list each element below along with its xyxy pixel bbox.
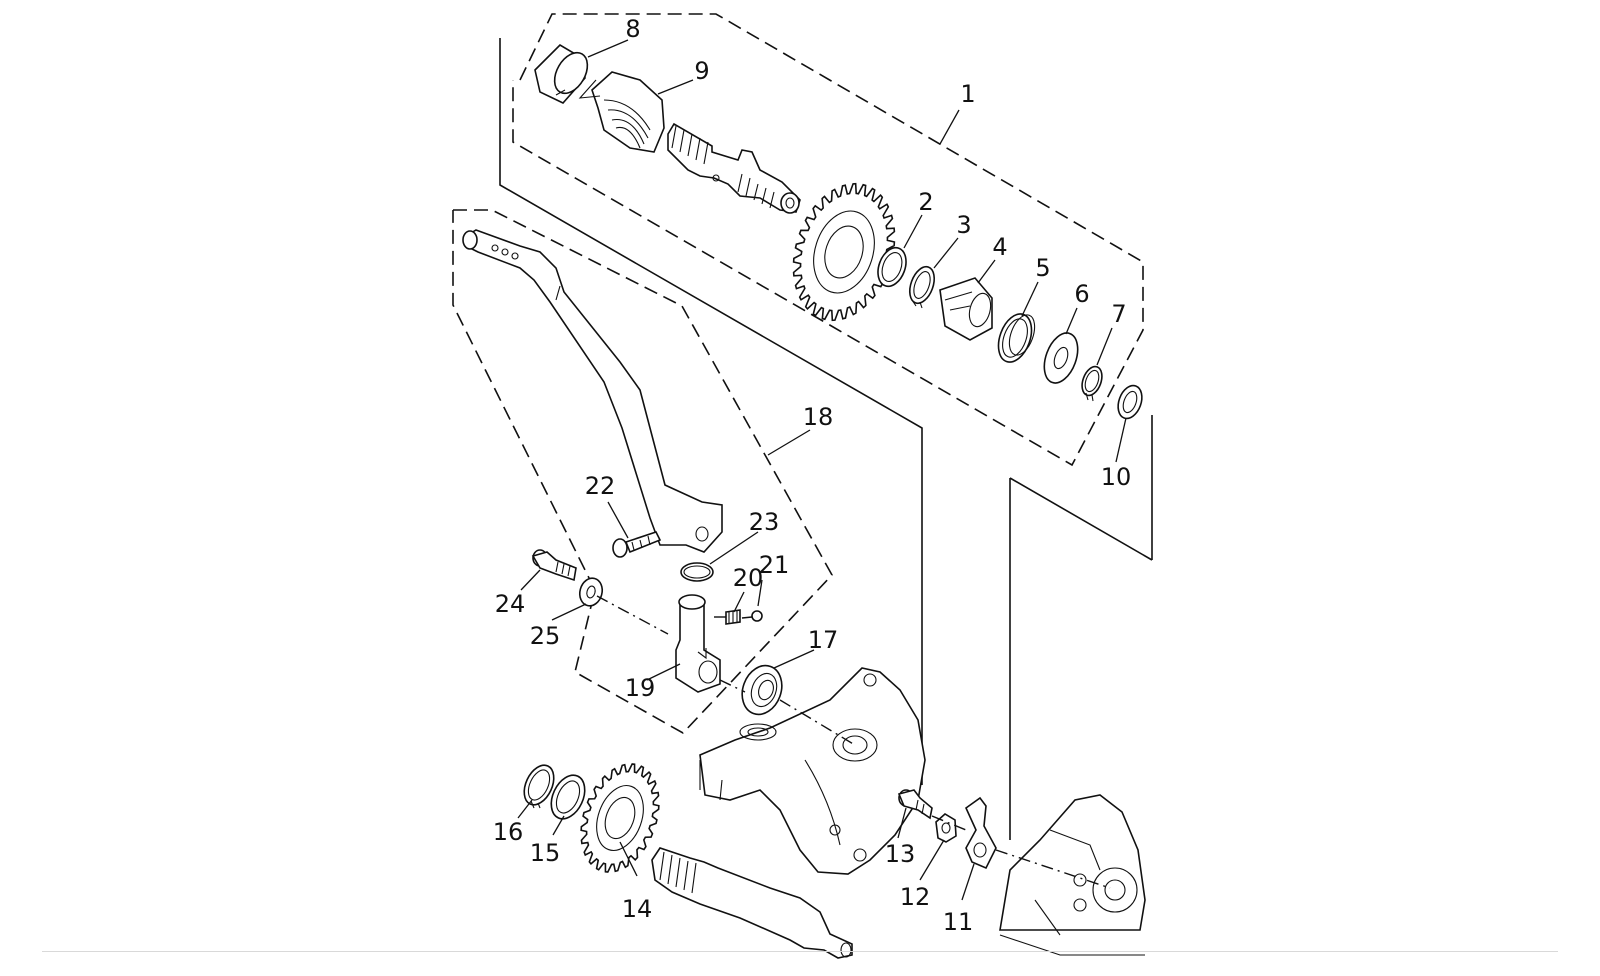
callout-19: 19 (625, 674, 656, 702)
callout-3: 3 (956, 211, 971, 239)
bushing-part-8 (534, 43, 589, 104)
callout-13: 13 (885, 840, 916, 868)
callout-17: 17 (808, 626, 839, 654)
spring-part-20 (725, 609, 741, 625)
washer-part-15 (550, 774, 586, 820)
spring-part-5 (997, 313, 1036, 363)
group-18-boundary (452, 209, 833, 735)
callout-5: 5 (1035, 254, 1050, 282)
circlip-part-16 (523, 764, 555, 809)
leader-lines (517, 39, 1127, 901)
bottom-divider (42, 951, 1558, 952)
callout-25: 25 (530, 622, 561, 650)
callout-8: 8 (625, 15, 640, 43)
callout-21: 21 (759, 551, 790, 579)
callout-9: 9 (694, 57, 709, 85)
group-1-boundary (499, 13, 1153, 840)
callout-7: 7 (1111, 300, 1126, 328)
washer-part-25 (578, 577, 604, 607)
callout-4: 4 (992, 233, 1007, 261)
bolt-part-22 (612, 531, 662, 558)
bolt-part-24 (531, 549, 577, 582)
callout-11: 11 (943, 908, 974, 936)
bolt-part-13 (897, 789, 933, 820)
ratchet-part-4 (939, 277, 993, 341)
callout-10: 10 (1101, 463, 1132, 491)
washer-part-12 (935, 813, 957, 843)
ball-part-21 (751, 610, 763, 622)
callout-16: 16 (493, 818, 524, 846)
kickstart-gear (792, 182, 896, 322)
o-ring-part-23 (680, 562, 714, 582)
stopper-plate-part-11 (964, 796, 997, 870)
oil-seal-part-17 (741, 664, 783, 716)
callout-6: 6 (1074, 280, 1089, 308)
washer-part-10 (1117, 384, 1143, 420)
callout-20: 20 (733, 564, 764, 592)
callout-24: 24 (495, 590, 526, 618)
callout-1: 1 (960, 80, 975, 108)
circlip-part-7 (1081, 365, 1103, 402)
callout-labels: 1 2 3 4 5 6 7 8 9 10 11 12 13 14 15 16 1… (493, 15, 1132, 936)
ring-part-2 (877, 246, 907, 288)
callout-2: 2 (918, 188, 933, 216)
kickstart-lever-arm (462, 229, 723, 553)
assembly-centerlines (596, 595, 1111, 889)
kickstart-shaft (667, 122, 801, 214)
kickstart-spring-part-9 (578, 71, 665, 153)
lever-boss-part-19 (675, 594, 721, 693)
engine-block-drawing (999, 794, 1146, 956)
crankcase-cover-drawing (699, 667, 926, 875)
callout-12: 12 (900, 883, 931, 911)
output-shaft-drawing (651, 847, 853, 959)
callout-22: 22 (585, 472, 616, 500)
gear-part-14 (580, 763, 660, 873)
callout-18: 18 (803, 403, 834, 431)
callout-15: 15 (530, 839, 561, 867)
callout-14: 14 (622, 895, 653, 923)
callout-23: 23 (749, 508, 780, 536)
washer-part-6 (1043, 332, 1079, 384)
circlip-part-3 (908, 265, 936, 309)
